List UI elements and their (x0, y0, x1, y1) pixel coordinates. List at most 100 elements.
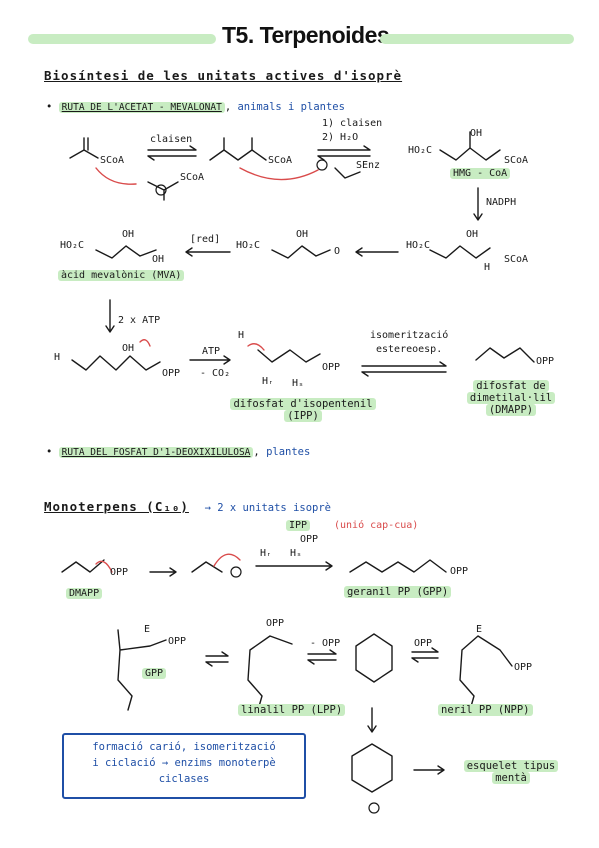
title-bar: T5. Terpenoides (0, 18, 599, 58)
claisen-label: claisen (150, 134, 193, 145)
dmapp-name-3: (DMAPP) (485, 404, 537, 416)
reagent-2: 2) H₂O (322, 132, 359, 143)
sc0a-label-2: SCoA (268, 155, 293, 166)
lpp-name: linalil PP (LPP) (238, 704, 346, 716)
opp-label-6: OPP (450, 566, 469, 577)
gpp-chain (349, 559, 447, 573)
route1-line: • RUTA DE L'ACETAT - MEVALONAT, animals … (46, 101, 345, 113)
oh-label-3: OH (152, 254, 165, 265)
isomer-arrow (361, 361, 447, 377)
ipp-name: difosfat d'isopentenil (IPP) (218, 398, 388, 422)
atp-arrow (189, 355, 231, 365)
sc0a-label-1: SCoA (100, 155, 125, 166)
section2-line: Monoterpens (C₁₀) → 2 x unitats isoprè (44, 496, 331, 515)
arrow-gpp (255, 561, 333, 571)
oh-label-1: OH (470, 128, 483, 139)
dmapp-chain (475, 347, 535, 363)
opp-label-3: OPP (536, 356, 555, 367)
oh-label-5: OH (466, 229, 479, 240)
senz-label: SEnz (356, 160, 381, 171)
dmapp-tag: DMAPP (66, 588, 103, 599)
cyclohexene-ring (355, 633, 393, 683)
red-arrow-1 (95, 167, 137, 185)
red-arrow-left (355, 247, 399, 257)
acetyl-bond (69, 149, 99, 159)
malonyl-bond (147, 181, 179, 201)
route1-name: RUTA DE L'ACETAT - MEVALONAT (58, 102, 225, 113)
dmapp-name-2: dimetilal·lil (466, 392, 556, 404)
note-box: formació carió, isomerització i ciclació… (62, 733, 306, 799)
carbonyl-bonds (223, 137, 253, 151)
mva-pp-chain (71, 355, 161, 371)
gpp-tag: GPP (142, 668, 167, 679)
route1-scope: animals i plantes (237, 101, 345, 113)
eq-arrow-npp (411, 647, 439, 663)
atp2-label: 2 x ATP (118, 315, 161, 326)
mevaldehyde-chain (271, 245, 331, 259)
equilibrium-arrow-2 (317, 145, 371, 161)
route2-line: • RUTA DEL FOSFAT D'1-DEOXIXILULOSA, pla… (46, 446, 311, 458)
note-line-1: formació carió, isomerització (92, 741, 276, 753)
co2-label: - CO₂ (200, 368, 231, 379)
opp-minus: - OPP (310, 638, 341, 649)
opp-label-5: OPP (110, 567, 129, 578)
isomer-label-1: isomerització (370, 330, 449, 341)
sc0a-label-5: SCoA (504, 254, 529, 265)
eq-arrow-cyc (307, 649, 337, 665)
skeleton-name: esquelet tipus mentà (456, 760, 566, 784)
e-label-2: E (476, 624, 483, 635)
e-label-1: E (144, 624, 151, 635)
title-pill-right (380, 34, 574, 44)
down-arrow-atp (105, 299, 115, 333)
sc0a-label-4: SCoA (504, 155, 529, 166)
gpp-name: geranil PP (GPP) (344, 586, 452, 598)
hmg2-chain (429, 245, 491, 259)
red-arrow-5 (247, 343, 265, 351)
mva-chain (95, 245, 157, 259)
dmapp-name: difosfat de dimetilal·lil (DMAPP) (456, 380, 566, 416)
plus-charge-2 (368, 802, 380, 814)
h-label-2: H (54, 352, 61, 363)
opp-add: OPP (414, 638, 433, 649)
gpp-folded (117, 629, 167, 711)
opp-label-2: OPP (322, 362, 341, 373)
hmg-chain (439, 147, 501, 161)
hs-label-1: Hₛ (292, 378, 305, 389)
menthane-ring (351, 743, 393, 793)
red-arrow-4 (213, 553, 241, 567)
cation-chain (191, 561, 223, 573)
skeleton-name-2: mentà (492, 772, 530, 784)
sc0a-label-3: SCoA (180, 172, 205, 183)
note-line-3: ciclases (158, 773, 210, 785)
red-arrow-2 (239, 167, 319, 181)
dmapp2-chain (61, 559, 105, 573)
reagent-1: 1) claisen (322, 118, 383, 129)
hr-label-1: Hᵣ (262, 376, 275, 387)
route2-scope: plantes (266, 446, 311, 458)
hs-label-2: Hₛ (290, 548, 303, 559)
title-pill-left (28, 34, 216, 44)
h-plus-label: H (238, 330, 245, 341)
red-label: [red] (190, 234, 221, 245)
acetoacetyl-chain (209, 149, 267, 161)
dmapp-name-1: difosfat de (473, 380, 549, 392)
ho2c-label-2: HO₂C (60, 240, 85, 251)
carbonyl-bond (83, 137, 89, 151)
minus-charge-2 (316, 159, 328, 171)
ipp-tag: IPP (286, 520, 311, 531)
ipp-chain (257, 349, 321, 363)
oh-label-6: OH (122, 343, 135, 354)
opp-label-8: OPP (266, 618, 285, 629)
oh-label-2: OH (122, 229, 135, 240)
red-arrow-3 (95, 560, 113, 573)
lpp-chain (247, 635, 293, 711)
down-arrow (473, 187, 483, 221)
opp-label-4: OPP (300, 534, 319, 545)
section2-heading: Monoterpens (C₁₀) (44, 499, 189, 514)
opp-label-1: OPP (162, 368, 181, 379)
union-note: (unió cap-cua) (334, 520, 419, 531)
down-arrow-ring (367, 707, 377, 733)
npp-chain (459, 635, 513, 711)
hmg-label: HMG - CoA (450, 168, 511, 179)
